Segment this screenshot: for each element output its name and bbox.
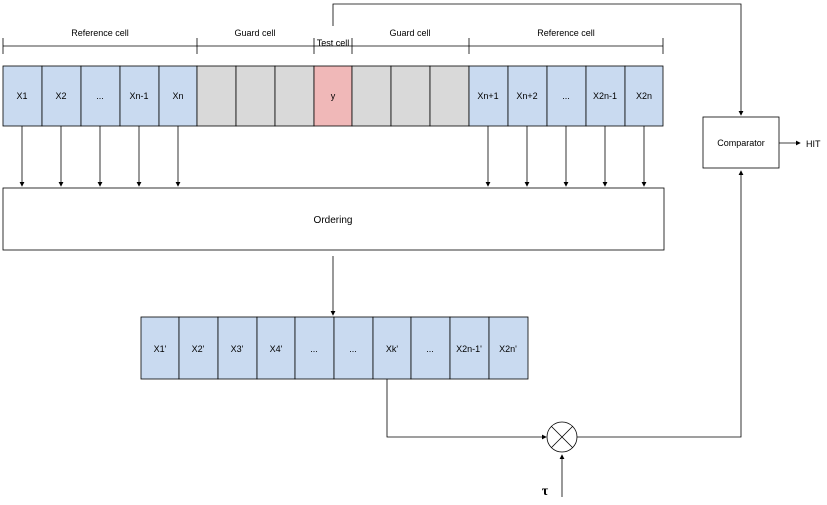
ref-cell-right-2-text: Xn+2 — [516, 91, 537, 101]
guard-cell-right-label: Guard cell — [389, 28, 430, 38]
ref-cell-left-5-text: Xn — [172, 91, 183, 101]
comparator-block — [702, 116, 780, 169]
sorted-cell-3-text: X3' — [231, 344, 244, 354]
test-cell-label: Test cell — [317, 38, 350, 48]
sorted-cell-row — [140, 316, 529, 380]
sorted-cell-5-text: ... — [310, 344, 318, 354]
sorted-cell-6-text: ... — [349, 344, 357, 354]
ref-cell-left-1 — [2, 65, 43, 127]
guard-cell-right-1 — [351, 65, 392, 127]
guard-cell-left-2 — [235, 65, 276, 127]
ordering-label: Ordering — [314, 215, 353, 226]
guard-cell-right-2 — [390, 65, 431, 127]
ref-cell-left-4 — [119, 65, 160, 127]
ref-cell-right-1-text: Xn+1 — [477, 91, 498, 101]
ref-cell-right-5 — [624, 65, 664, 127]
ref-cell-left-4-text: Xn-1 — [129, 91, 148, 101]
sorted-cell-2 — [178, 316, 219, 380]
sorted-cell-1 — [140, 316, 180, 380]
test-cell — [313, 65, 353, 127]
sorted-cell-10 — [488, 316, 529, 380]
sorted-cell-1-text: X1' — [154, 344, 167, 354]
test-cell-line — [332, 3, 744, 116]
guard-cell-right-3 — [429, 65, 470, 127]
ref-cell-right-4-text: X2n-1 — [593, 91, 617, 101]
reference-cell-left-label: Reference cell — [71, 28, 129, 38]
guard-cell-left-label: Guard cell — [234, 28, 275, 38]
sorted-cell-3 — [217, 316, 258, 380]
ref-cell-right-3-text: ... — [562, 91, 570, 101]
sorted-cell-7 — [372, 316, 412, 380]
ordering-block — [2, 187, 665, 251]
kth-value-line — [386, 379, 547, 440]
guard-cell-left-3 — [274, 65, 315, 127]
top-cell-row — [2, 65, 664, 127]
hit-label: HIT — [806, 139, 821, 149]
multiplier-icon — [546, 421, 578, 453]
sorted-cell-2-text: X2' — [192, 344, 205, 354]
sorted-cell-4 — [256, 316, 296, 380]
ref-cell-right-4 — [585, 65, 626, 127]
sorted-cell-9-text: X2n-1' — [456, 344, 482, 354]
reference-cell-right-label: Reference cell — [537, 28, 595, 38]
span-indicator — [2, 38, 664, 54]
sorted-cell-4-text: X4' — [270, 344, 283, 354]
ref-cell-right-1 — [468, 65, 509, 127]
guard-cell-left-1 — [196, 65, 237, 127]
sorted-cell-9 — [449, 316, 490, 380]
comparator-label: Comparator — [717, 138, 765, 148]
sorted-cell-8-text: ... — [426, 344, 434, 354]
sorted-cell-10-text: X2n' — [499, 344, 517, 354]
ref-cell-left-1-text: X1 — [16, 91, 27, 101]
tau-label: τ — [542, 484, 549, 499]
sorted-cell-6 — [333, 316, 374, 380]
ref-cell-left-5 — [158, 65, 198, 127]
ref-cell-right-5-text: X2n — [636, 91, 652, 101]
threshold-line — [577, 170, 744, 438]
sorted-cell-5 — [294, 316, 335, 380]
sorted-cell-8 — [410, 316, 451, 380]
ref-cell-left-2 — [41, 65, 82, 127]
test-cell-text: y — [331, 91, 336, 101]
ref-cell-left-2-text: X2 — [55, 91, 66, 101]
ref-cell-left-3 — [80, 65, 121, 127]
sorted-cell-7-text: Xk' — [386, 344, 399, 354]
ref-cell-left-3-text: ... — [96, 91, 104, 101]
ref-cell-right-2 — [507, 65, 548, 127]
reference-arrows — [19, 126, 647, 187]
ref-cell-right-3 — [546, 65, 587, 127]
